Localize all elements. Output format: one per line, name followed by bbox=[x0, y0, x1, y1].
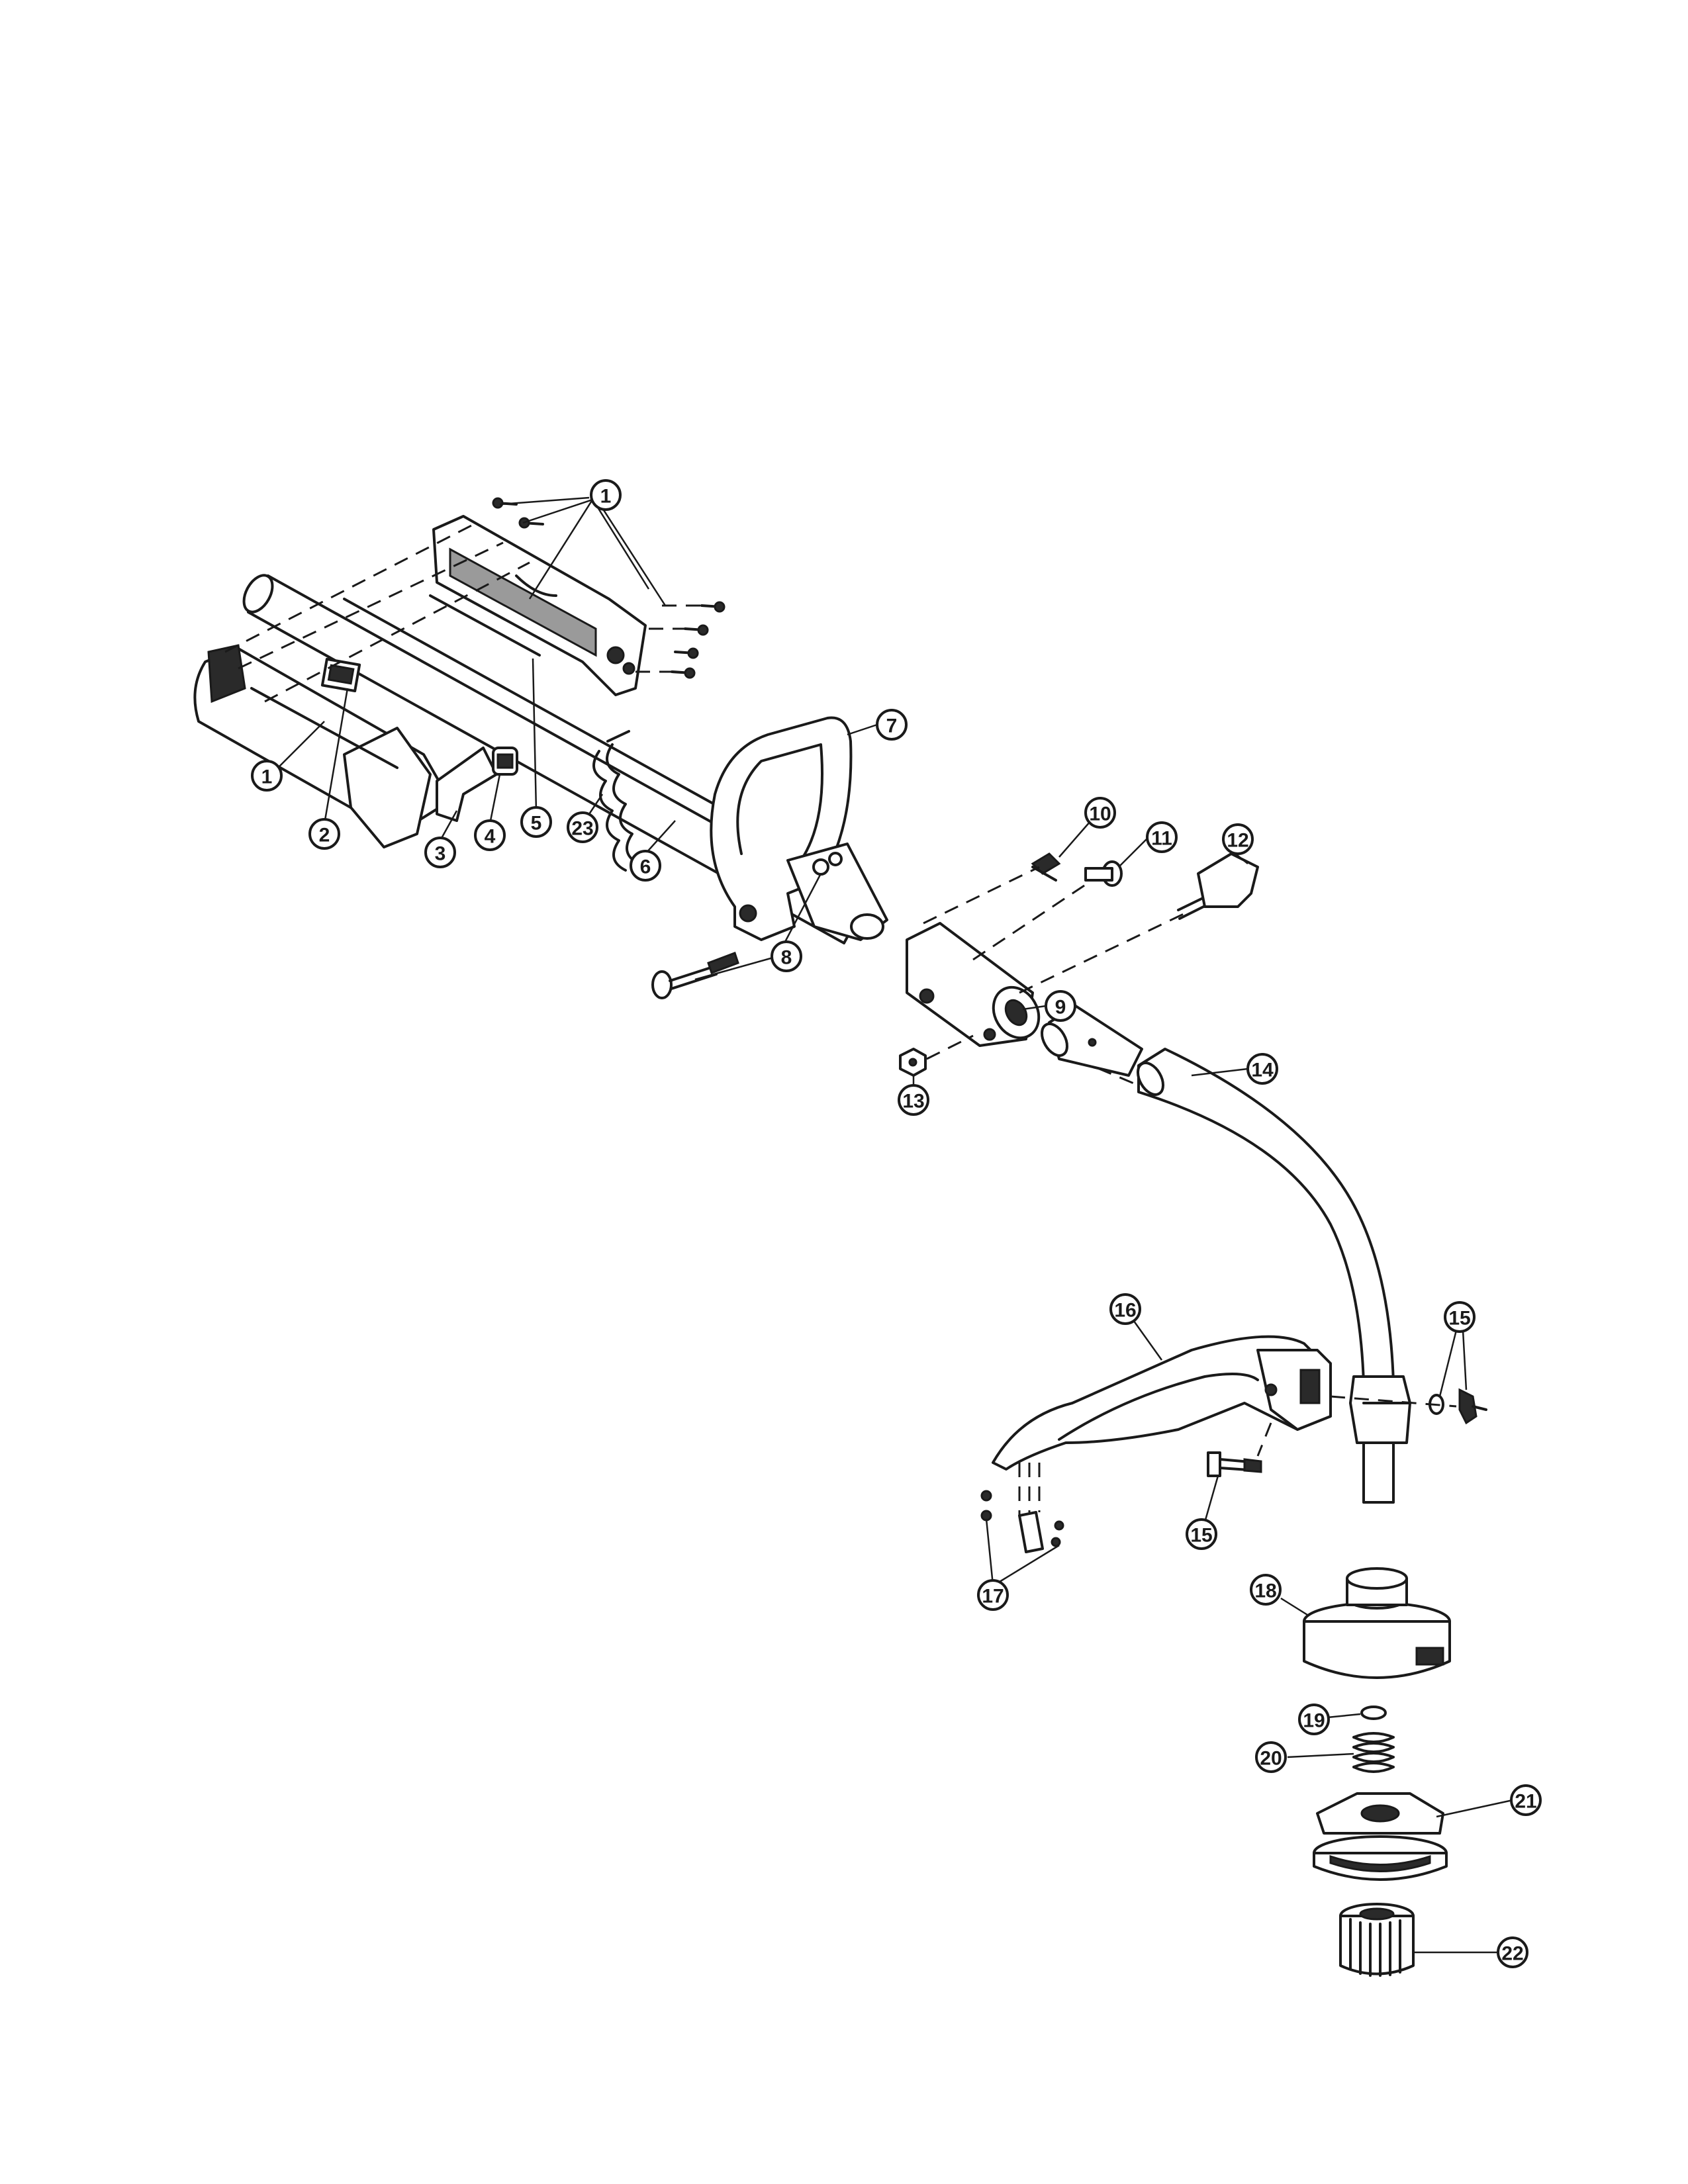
line-cutter-blade bbox=[980, 1463, 1064, 1553]
callout-8: 8 bbox=[771, 940, 802, 972]
washer-19 bbox=[1360, 1706, 1387, 1720]
callout-9: 9 bbox=[1045, 990, 1076, 1022]
callout-4: 4 bbox=[474, 819, 506, 851]
screw bbox=[700, 601, 726, 613]
screw bbox=[671, 667, 696, 679]
svg-text:15: 15 bbox=[1190, 1525, 1212, 1547]
callout-1-upper: 1 bbox=[590, 479, 622, 511]
guard-bolt bbox=[1207, 1451, 1262, 1477]
svg-text:16: 16 bbox=[1114, 1300, 1136, 1322]
callout-7: 7 bbox=[876, 709, 908, 741]
assembly-line-guard-bolt bbox=[1256, 1422, 1272, 1457]
wing-nut bbox=[1429, 1388, 1487, 1425]
callout-10: 10 bbox=[1084, 797, 1116, 829]
svg-text:17: 17 bbox=[982, 1586, 1004, 1608]
handle-bolt bbox=[651, 952, 739, 999]
svg-text:3: 3 bbox=[435, 843, 446, 865]
spring-20 bbox=[1352, 1732, 1395, 1773]
svg-text:20: 20 bbox=[1260, 1748, 1282, 1770]
shaft-spring-grip bbox=[592, 730, 640, 872]
svg-text:1: 1 bbox=[261, 766, 273, 788]
callout-15-upper: 15 bbox=[1444, 1301, 1476, 1333]
callout-14: 14 bbox=[1246, 1053, 1278, 1085]
callout-21: 21 bbox=[1510, 1784, 1542, 1816]
callout-12: 12 bbox=[1222, 823, 1254, 855]
callout-23: 23 bbox=[567, 811, 598, 843]
debris-guard bbox=[992, 1335, 1332, 1471]
svg-text:15: 15 bbox=[1448, 1308, 1470, 1330]
svg-text:12: 12 bbox=[1227, 830, 1248, 852]
bolt-10 bbox=[1031, 852, 1061, 882]
svg-text:9: 9 bbox=[1055, 997, 1066, 1019]
pin-11 bbox=[1084, 860, 1123, 887]
callout-6: 6 bbox=[630, 850, 661, 882]
screw bbox=[684, 624, 709, 636]
handle-housing-right bbox=[432, 515, 647, 696]
callout-16: 16 bbox=[1109, 1293, 1141, 1325]
housing-screws bbox=[492, 497, 726, 679]
callouts: 1 1 2 3 4 5 6 7 8 9 10 11 12 13 14 15 15… bbox=[251, 479, 1542, 1968]
wire bbox=[429, 594, 541, 657]
callout-18: 18 bbox=[1250, 1574, 1282, 1606]
coupler bbox=[906, 922, 1041, 1047]
svg-text:19: 19 bbox=[1303, 1710, 1325, 1732]
switch bbox=[320, 657, 361, 693]
shaft-clamp bbox=[1349, 1375, 1411, 1504]
assembly-line-guard bbox=[1330, 1395, 1457, 1408]
svg-text:21: 21 bbox=[1515, 1791, 1536, 1813]
callout-19: 19 bbox=[1298, 1704, 1330, 1735]
knob-12 bbox=[1177, 852, 1259, 920]
trigger-spring bbox=[492, 747, 518, 776]
callout-11: 11 bbox=[1146, 821, 1178, 853]
spool-21 bbox=[1313, 1792, 1448, 1881]
trigger bbox=[436, 747, 498, 822]
svg-text:14: 14 bbox=[1251, 1060, 1274, 1081]
callout-20: 20 bbox=[1255, 1741, 1287, 1773]
trimmer-head-housing bbox=[1303, 1567, 1451, 1679]
callout-22: 22 bbox=[1497, 1936, 1528, 1968]
nut-13 bbox=[899, 1048, 927, 1077]
svg-text:22: 22 bbox=[1501, 1943, 1523, 1965]
svg-text:11: 11 bbox=[1151, 828, 1172, 850]
callout-13: 13 bbox=[898, 1084, 929, 1116]
callout-17: 17 bbox=[977, 1579, 1009, 1611]
svg-text:18: 18 bbox=[1254, 1580, 1276, 1602]
svg-text:4: 4 bbox=[485, 826, 496, 848]
bump-knob-22 bbox=[1339, 1903, 1415, 1977]
screw bbox=[674, 647, 699, 659]
svg-text:1: 1 bbox=[600, 486, 612, 508]
assembly-lines-housing bbox=[224, 522, 702, 703]
callout-15-lower: 15 bbox=[1186, 1518, 1217, 1550]
callout-1-lower: 1 bbox=[251, 760, 283, 792]
svg-text:7: 7 bbox=[886, 715, 898, 737]
svg-text:6: 6 bbox=[640, 856, 651, 878]
svg-text:10: 10 bbox=[1089, 803, 1111, 825]
callout-2: 2 bbox=[308, 818, 340, 850]
svg-text:13: 13 bbox=[902, 1091, 924, 1113]
lower-shaft bbox=[1137, 1048, 1395, 1385]
callout-3: 3 bbox=[424, 837, 456, 868]
svg-text:5: 5 bbox=[531, 813, 542, 835]
svg-text:8: 8 bbox=[781, 947, 792, 969]
svg-text:23: 23 bbox=[571, 818, 593, 840]
leader-lines bbox=[277, 496, 1513, 1954]
callout-5: 5 bbox=[520, 806, 552, 838]
svg-text:2: 2 bbox=[319, 825, 330, 846]
